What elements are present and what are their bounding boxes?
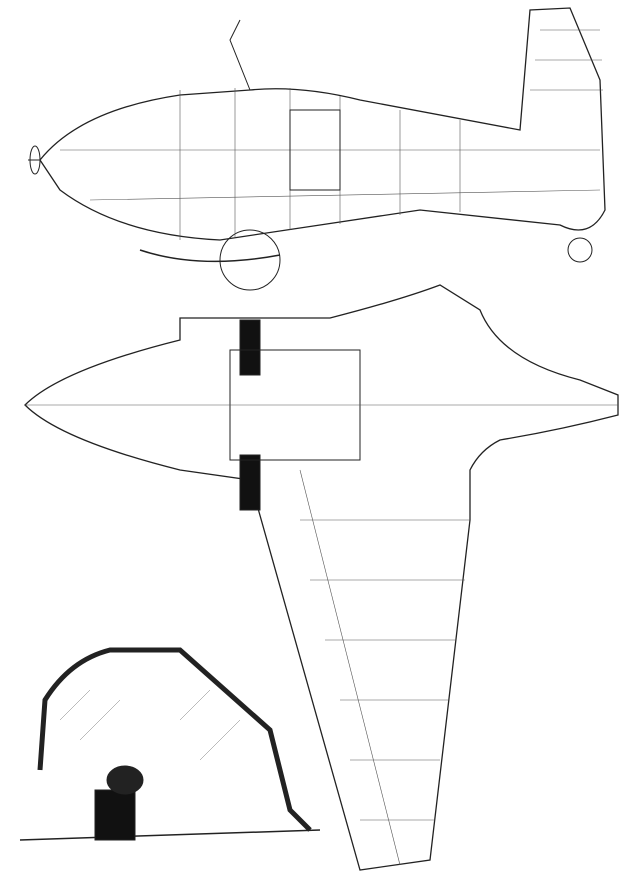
plan-view bbox=[24, 284, 619, 871]
side-view bbox=[28, 7, 606, 291]
cockpit-detail bbox=[19, 647, 321, 841]
